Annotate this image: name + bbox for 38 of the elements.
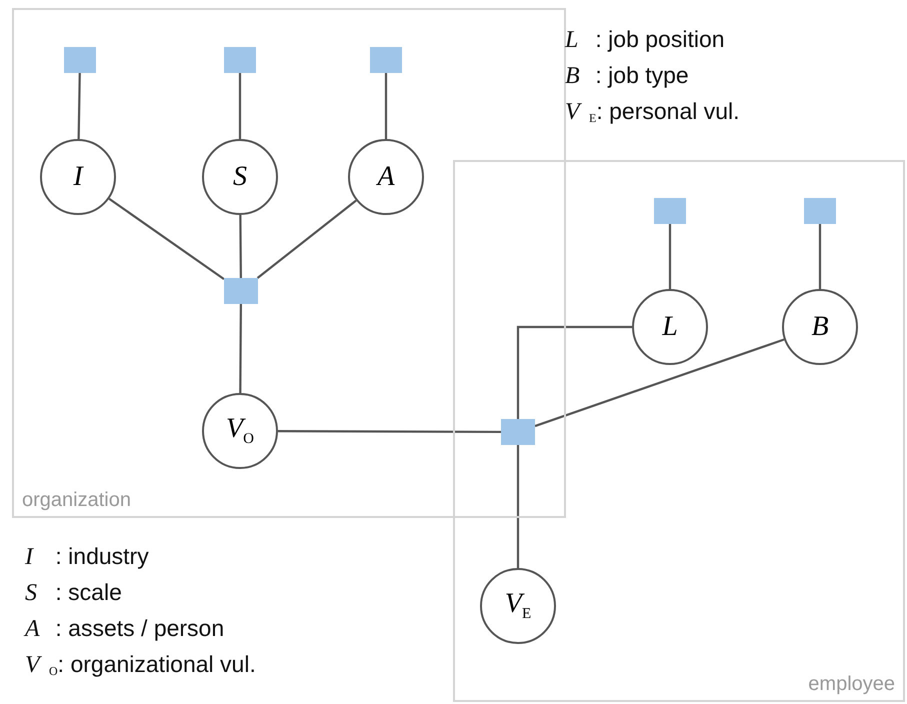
factor-square xyxy=(654,198,686,224)
variable-symbol: S xyxy=(233,163,247,191)
factor-square xyxy=(370,47,402,73)
variable-symbol: V$_{O}$ xyxy=(226,415,254,447)
variable-symbol: B xyxy=(811,313,829,341)
group-frame xyxy=(12,8,566,518)
connector-line xyxy=(78,72,81,140)
symbol-definition: V$_{E}$: personal vul. xyxy=(565,98,740,127)
variable-symbol: L xyxy=(662,313,678,341)
connector-line xyxy=(668,224,672,289)
variable-symbol: I xyxy=(73,163,83,191)
symbol-definition: L : job position xyxy=(565,26,725,55)
connector-line xyxy=(516,445,520,568)
symbol-definition: B : job type xyxy=(565,62,689,91)
variable-symbol: A xyxy=(377,163,395,191)
factor-square xyxy=(224,278,258,304)
connector-line xyxy=(238,73,242,139)
connector-line xyxy=(239,304,242,393)
symbol-definition: I : industry xyxy=(25,543,149,572)
connector-line xyxy=(108,198,225,280)
factor-square xyxy=(804,198,836,224)
connector-line xyxy=(256,200,357,279)
factor-square xyxy=(501,419,535,445)
connector-line xyxy=(278,430,501,434)
group-label: employee xyxy=(808,673,895,696)
group-label: organization xyxy=(22,489,131,512)
connector-line xyxy=(534,338,784,428)
symbol-definition: A : assets / person xyxy=(25,615,224,644)
connector-line xyxy=(384,73,388,139)
symbol-definition: S : scale xyxy=(25,579,122,608)
group-frame xyxy=(453,160,905,702)
connector-line xyxy=(818,224,822,289)
variable-symbol: V$_{E}$ xyxy=(504,590,532,622)
factor-square xyxy=(224,47,256,73)
factor-square xyxy=(64,47,96,73)
symbol-definition: V$_{O}$: organizational vul. xyxy=(25,651,256,680)
connector-line xyxy=(239,215,242,278)
connector-line xyxy=(516,326,632,419)
